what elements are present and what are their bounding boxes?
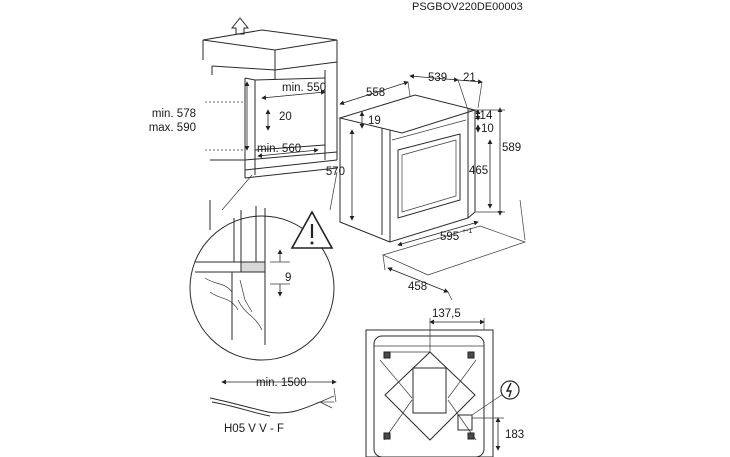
oven-595-label: 595 — [440, 231, 459, 243]
detail-circle — [189, 171, 338, 361]
oven-depth-558-label: 558 — [366, 87, 385, 99]
niche-height-min-label: min. 578 — [152, 108, 196, 120]
oven-10-label: 10 — [481, 123, 494, 135]
cable-drawing — [209, 379, 337, 417]
niche-height-max-label: max. 590 — [149, 122, 196, 134]
oven-570-label: 570 — [326, 166, 345, 178]
oven-19-label: 19 — [368, 115, 381, 127]
cable-length-label: min. 1500 — [256, 377, 307, 389]
oven-465-label: 465 — [469, 165, 488, 177]
niche-gap-label: 20 — [279, 111, 292, 123]
detail-gap-label: 9 — [285, 272, 291, 284]
oven-front-21-label: 21 — [463, 72, 476, 84]
electric-plug-icon — [500, 380, 520, 400]
document-code: PSGBOV220DE00003 — [412, 1, 523, 13]
cable-type-label: H05 V V - F — [224, 423, 284, 435]
oven-drawing — [338, 73, 527, 301]
back-137-label: 137,5 — [432, 308, 461, 320]
oven-back-view — [365, 318, 507, 457]
warning-icon — [290, 210, 334, 249]
cabinet-niche — [202, 17, 338, 230]
back-183-label: 183 — [505, 429, 524, 441]
niche-depth-label: min. 550 — [282, 82, 326, 94]
oven-114-label: 114 — [474, 110, 493, 122]
up-arrow-icon — [230, 17, 250, 35]
niche-width-label: min. 560 — [257, 143, 301, 155]
oven-595-tolerance-label: +-1 — [462, 228, 472, 235]
oven-458-label: 458 — [408, 281, 427, 293]
oven-depth-539-label: 539 — [428, 72, 447, 84]
oven-589-label: 589 — [502, 142, 521, 154]
